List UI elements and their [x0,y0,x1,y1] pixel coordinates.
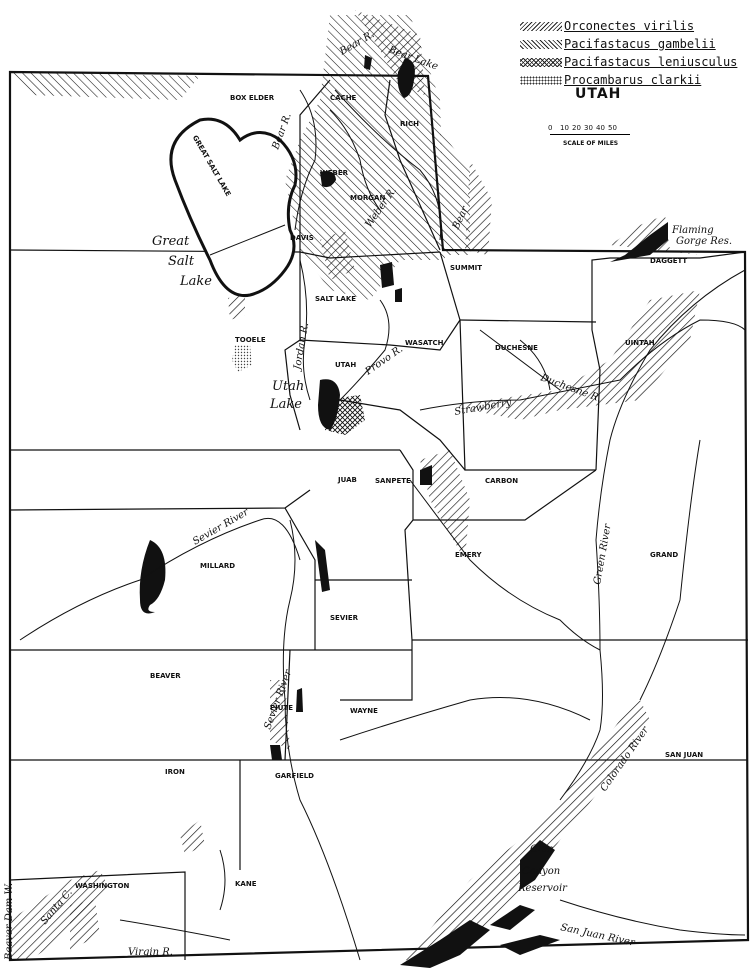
county-millard: MILLARD [200,562,235,570]
county-boundaries [9,79,748,960]
legend-item-pacifastacus-leniusculus: Pacifastacus leniusculus [520,54,752,70]
legend-item-procambarus-clarkii: Procambarus clarkii [520,72,752,88]
county-kane: KANE [235,880,257,888]
county-daggett: DAGGETT [650,257,687,265]
label-salt: Salt [168,254,195,269]
county-salt-lake: SALT LAKE [315,295,356,303]
label-glen: Glen [530,844,554,855]
county-box-elder: BOX ELDER [230,94,275,102]
county-wasatch: WASATCH [405,339,444,347]
backhatch-swatch-icon [520,39,562,49]
scale-bar [550,134,630,137]
label-flaming: Flaming [671,225,714,236]
label-green-river: Green River [592,522,614,585]
label-jordan-r: Jordan R. [292,322,311,373]
label-bear-r: Bear R. [270,112,294,152]
county-rich: RICH [400,120,419,128]
legend-label: Procambarus clarkii [564,73,702,87]
county-san-juan: SAN JUAN [665,751,703,759]
label-great: Great [152,234,190,249]
label-canyon: Canyon [522,866,560,877]
county-juab: JUAB [337,476,357,484]
map-title: UTAH [575,86,622,102]
crosshatch-swatch-icon [520,57,562,67]
county-garfield: GARFIELD [275,772,314,780]
county-davis: DAVIS [290,234,314,242]
great-salt-lake [169,117,298,298]
label-reservoir: Reservoir [517,883,568,894]
legend-label: Pacifastacus gambelii [564,37,716,51]
county-iron: IRON [165,768,185,776]
rivers [19,89,746,961]
scale-tick: 10 [560,124,569,132]
county-grand: GRAND [650,551,678,559]
legend-label: Orconectes virilis [564,19,695,33]
county-morgan: MORGAN [350,194,385,202]
legend-item-orconectes-virilis: Orconectes virilis [520,18,752,34]
label-beaver-dam-w: Beaver Dam W. [4,883,15,961]
county-summit: SUMMIT [450,264,482,272]
county-piute: PIUTE [270,704,293,712]
label-utah-lake-1: Utah [272,379,304,394]
hatch-swatch-icon [520,21,562,31]
legend-item-pacifastacus-gambelii: Pacifastacus gambelii [520,36,752,52]
county-washington: WASHINGTON [75,882,130,890]
scale-label: SCALE OF MILES [563,140,619,147]
legend-label: Pacifastacus leniusculus [564,55,738,69]
county-sevier: SEVIER [330,614,359,622]
scale-tick: 20 [572,124,581,132]
county-tooele: TOOELE [235,336,266,344]
county-duchesne: DUCHESNE [495,344,538,352]
range-procambarus-clarkii [232,345,252,372]
label-sevier-river-north: Sevier River [191,506,252,547]
label-provo-r: Provo R. [363,344,405,378]
county-cache: CACHE [330,94,357,102]
label-utah-lake-2: Lake [269,397,302,412]
county-weber: WEBER [320,169,349,177]
water-bodies [139,55,668,968]
county-sanpete: SANPETE [375,477,411,485]
county-uintah: UINTAH [625,339,655,347]
scale-tick: 0 [548,124,553,132]
county-utah: UTAH [335,361,356,369]
label-gorge-res: Gorge Res. [676,236,732,247]
species-legend: Orconectes virilis Pacifastacus gambelii… [520,18,752,90]
county-wayne: WAYNE [350,707,378,715]
scale-tick: 30 [584,124,593,132]
county-emery: EMERY [455,551,483,559]
label-virgin-r: Virgin R. [128,947,173,958]
dots-swatch-icon [520,75,562,85]
label-lake: Lake [179,274,212,289]
county-beaver: BEAVER [150,672,181,680]
county-carbon: CARBON [485,477,518,485]
scale-tick: 40 [596,124,605,132]
scale-tick: 50 [608,124,617,132]
